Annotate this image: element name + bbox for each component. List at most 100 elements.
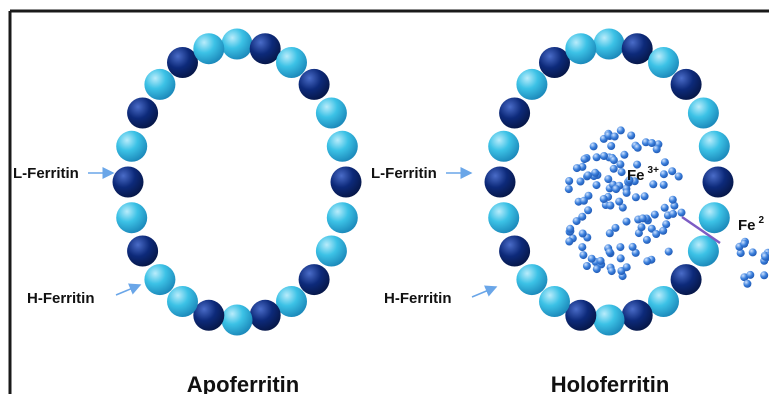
holo-l-subunit — [565, 33, 596, 64]
holo-h-subunit — [485, 167, 516, 198]
iron-atom — [612, 185, 620, 193]
iron-atom — [627, 132, 635, 140]
apo-h-ferritin-arrow — [116, 285, 140, 295]
apo-h-subunit — [113, 167, 144, 198]
apo-l-subunit — [327, 131, 358, 162]
holo-h-subunit — [565, 300, 596, 331]
holo-l-subunit — [539, 286, 570, 317]
holo-l-subunit — [516, 264, 547, 295]
holo-h-subunit — [622, 33, 653, 64]
apo-h-subunit — [299, 264, 330, 295]
apo-l-subunit — [144, 69, 175, 100]
iron-atom — [760, 271, 768, 279]
iron-atom — [740, 240, 748, 248]
iron-atom — [617, 126, 625, 134]
iron-atom — [641, 192, 649, 200]
holo-l-subunit — [516, 69, 547, 100]
iron-atom — [617, 254, 625, 262]
holo-l-subunit — [699, 131, 730, 162]
iron-atom — [593, 181, 601, 189]
iron-atom — [743, 280, 751, 288]
iron-atom — [593, 153, 601, 161]
holo-l-ferritin-label: L-Ferritin — [371, 165, 437, 182]
apo-l-subunit — [327, 202, 358, 233]
apo-l-subunit — [116, 202, 147, 233]
holo-h-subunit — [671, 264, 702, 295]
holo-l-subunit — [594, 305, 625, 336]
holo-l-subunit — [699, 202, 730, 233]
holoferritin-title: Holoferritin — [551, 372, 670, 394]
iron-atom — [661, 204, 669, 212]
holo-h-subunit — [622, 300, 653, 331]
iron-atom — [661, 158, 669, 166]
iron-atom — [578, 213, 586, 221]
apo-l-subunit — [222, 29, 253, 60]
iron-atom — [761, 253, 769, 261]
apo-h-subunit — [167, 47, 198, 78]
apo-l-subunit — [193, 33, 224, 64]
iron-atom — [749, 248, 757, 256]
apo-h-subunit — [127, 98, 158, 129]
iron-atom — [600, 152, 608, 160]
apo-l-subunit — [222, 305, 253, 336]
iron-atom — [634, 144, 642, 152]
iron-atom — [611, 133, 619, 141]
apo-h-subunit — [331, 167, 362, 198]
iron-atom — [579, 230, 587, 238]
iron-atom — [669, 210, 677, 218]
iron-atom — [584, 206, 592, 214]
holo-h-subunit — [703, 167, 734, 198]
iron-atom — [579, 251, 587, 259]
iron-atom — [610, 165, 618, 173]
iron-atom — [678, 209, 686, 217]
iron-atom — [638, 223, 646, 231]
holo-l-subunit — [488, 202, 519, 233]
iron-atom — [629, 243, 637, 251]
iron-atom — [607, 142, 615, 150]
iron-atom — [746, 271, 754, 279]
iron-atom — [623, 218, 631, 226]
holo-h-ferritin-arrow — [472, 287, 496, 297]
iron-atom — [623, 189, 631, 197]
apo-l-subunit — [144, 264, 175, 295]
iron-atom — [648, 139, 656, 147]
apo-h-subunit — [193, 300, 224, 331]
iron-atom — [643, 236, 651, 244]
iron-atom — [623, 263, 631, 271]
iron-atom — [584, 171, 592, 179]
fe3-iron-cluster — [565, 126, 686, 280]
apo-l-subunit — [276, 286, 307, 317]
iron-atom — [652, 230, 660, 238]
iron-atom — [616, 160, 624, 168]
apo-l-subunit — [116, 131, 147, 162]
apo-l-subunit — [276, 47, 307, 78]
iron-atom — [566, 225, 574, 233]
iron-atom — [616, 243, 624, 251]
iron-atom — [651, 211, 659, 219]
holo-h-subunit — [671, 69, 702, 100]
iron-atom — [632, 193, 640, 201]
holo-l-subunit — [488, 131, 519, 162]
iron-atom — [620, 151, 628, 159]
apo-h-subunit — [250, 300, 281, 331]
iron-atom — [639, 214, 647, 222]
iron-atom — [665, 248, 673, 256]
iron-atom — [618, 168, 626, 176]
holo-l-subunit — [594, 29, 625, 60]
apo-h-subunit — [250, 33, 281, 64]
apo-h-subunit — [127, 236, 158, 267]
iron-atom — [591, 169, 599, 177]
holo-l-subunit — [648, 286, 679, 317]
iron-atom — [659, 227, 667, 235]
iron-atom — [590, 142, 598, 150]
iron-atom — [675, 173, 683, 181]
iron-atom — [606, 202, 614, 210]
iron-atom — [615, 198, 623, 206]
iron-atom — [643, 257, 651, 265]
iron-atom — [588, 255, 596, 263]
holo-h-subunit — [499, 98, 530, 129]
iron-atom — [565, 185, 573, 193]
iron-atom — [660, 170, 668, 178]
